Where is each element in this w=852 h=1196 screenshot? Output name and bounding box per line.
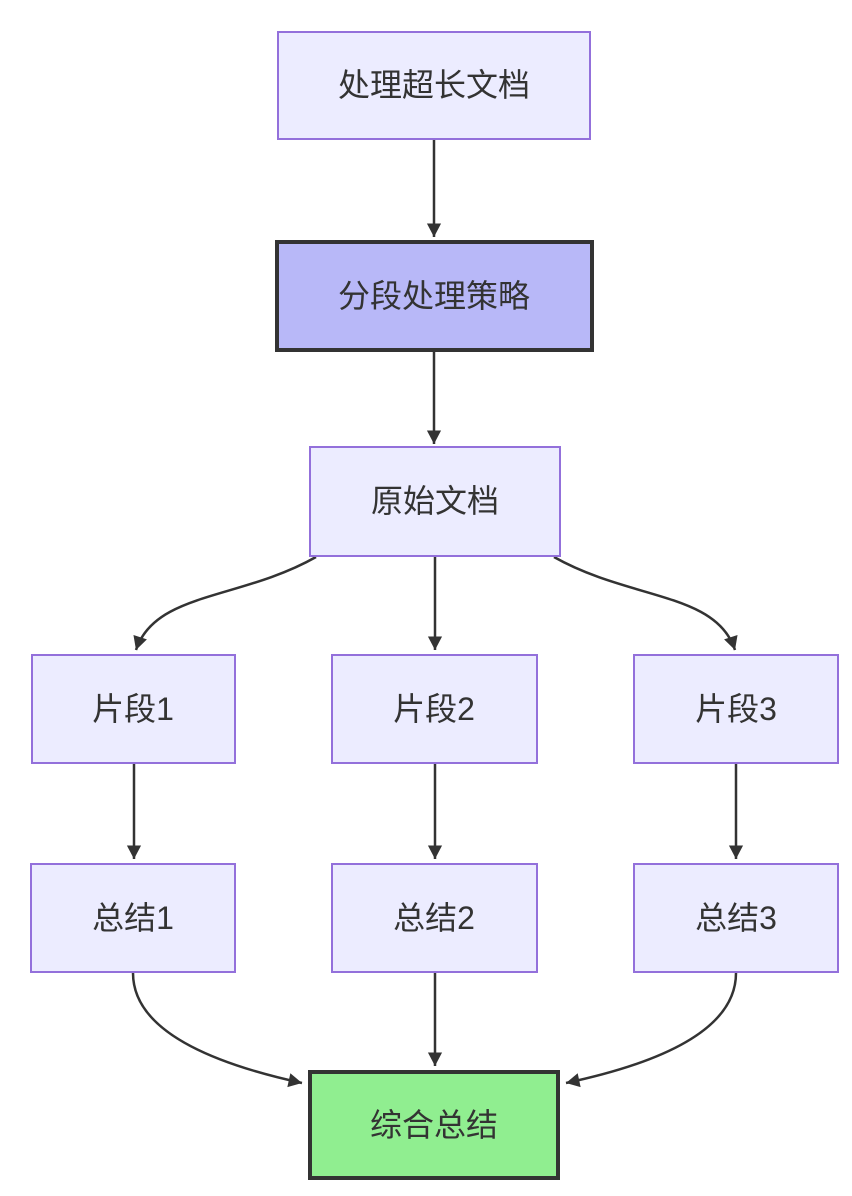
node-summary3-label: 总结3 [695, 900, 777, 936]
node-chunk2-box [331, 654, 538, 764]
node-chunk1-label: 片段1 [92, 691, 174, 727]
node-doc-box [309, 446, 561, 557]
node-summary2-box [331, 863, 538, 973]
edge-doc-chunk1 [133, 555, 317, 651]
node-chunk2-label: 片段2 [393, 691, 475, 727]
node-chunk1: 片段1 [31, 654, 236, 764]
edge-doc-chunk3 [553, 555, 738, 651]
node-strategy-label: 分段处理策略 [338, 278, 530, 314]
node-final-box [308, 1070, 560, 1180]
node-summary2: 总结2 [331, 863, 538, 973]
node-doc: 原始文档 [309, 446, 561, 557]
node-summary1: 总结1 [30, 863, 236, 973]
node-summary1-label: 总结1 [92, 900, 174, 936]
node-chunk3: 片段3 [633, 654, 839, 764]
edge-summary3-final [565, 972, 738, 1088]
node-strategy-box [275, 240, 594, 352]
node-start: 处理超长文档 [277, 31, 591, 140]
node-summary2-label: 总结2 [393, 900, 475, 936]
node-final-label: 综合总结 [370, 1107, 498, 1143]
edge-summary1-final [131, 972, 303, 1088]
node-chunk1-box [31, 654, 236, 764]
node-doc-label: 原始文档 [371, 483, 499, 519]
node-chunk3-box [633, 654, 839, 764]
node-summary1-box [30, 863, 236, 973]
edge-layer [126, 139, 744, 1088]
node-start-box [277, 31, 591, 140]
node-chunk2: 片段2 [331, 654, 538, 764]
node-strategy: 分段处理策略 [275, 240, 594, 352]
node-chunk3-label: 片段3 [695, 691, 777, 727]
node-final: 综合总结 [308, 1070, 560, 1180]
node-summary3-box [633, 863, 839, 973]
node-start-label: 处理超长文档 [338, 67, 530, 103]
node-summary3: 总结3 [633, 863, 839, 973]
